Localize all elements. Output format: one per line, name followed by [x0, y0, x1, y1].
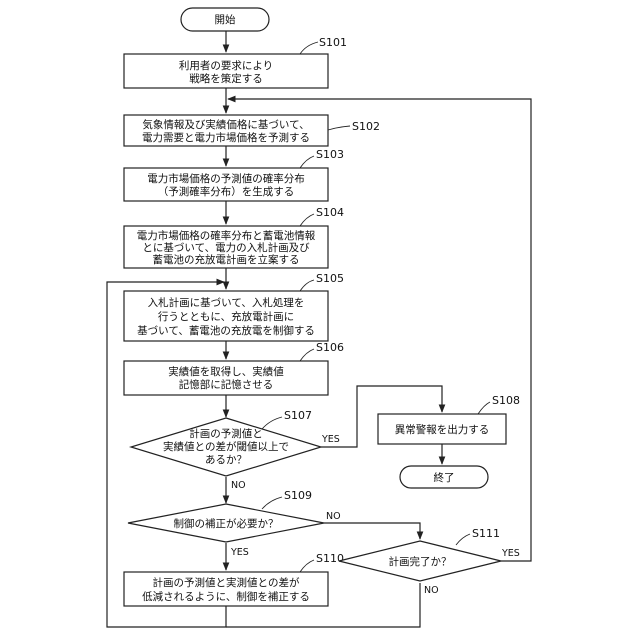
- start-terminal: 開始: [181, 8, 269, 31]
- step-s104: 電力市場価格の確率分布と蓄電池情報 とに基づいて、電力の入札計画及び 蓄電池の充…: [124, 206, 344, 268]
- end-text: 終了: [434, 471, 455, 484]
- s107-no-label: NO: [231, 480, 246, 491]
- s106-label: S106: [316, 341, 344, 354]
- step-s102: 気象情報及び実績価格に基づいて、 電力需要と電力市場価格を予測する S102: [124, 115, 380, 146]
- s102-text-line-2: 電力需要と電力市場価格を予測する: [142, 131, 310, 144]
- s111-leader: [456, 534, 470, 545]
- start-text: 開始: [215, 13, 236, 26]
- s105-text-line-2: 行うとともに、充放電計画に: [158, 310, 294, 323]
- s105-text-line-3: 基づいて、蓄電池の充放電を制御する: [137, 324, 315, 337]
- s107-yes-label: YES: [321, 434, 340, 445]
- decision-s111: 計画完了か？ S111 YES NO: [339, 527, 520, 596]
- s102-label: S102: [352, 120, 380, 133]
- s104-leader: [300, 214, 314, 226]
- s107-label: S107: [284, 409, 312, 422]
- s111-no-label: NO: [424, 585, 439, 596]
- s103-text-line-2: （予測確率分布）を生成する: [158, 185, 295, 198]
- s104-text-line-2: とに基づいて、電力の入札計画及び: [142, 241, 310, 254]
- s105-text-line-1: 入札計画に基づいて、入札処理を: [148, 296, 305, 309]
- s107-text-line-2: 実績値との差が閾値以上で: [163, 440, 289, 453]
- s102-text-line-1: 気象情報及び実績価格に基づいて、: [142, 118, 309, 131]
- s110-leader: [300, 560, 314, 572]
- s109-no-label: NO: [326, 511, 341, 522]
- s111-text: 計画完了か？: [389, 555, 452, 568]
- decision-s109: 制御の補正が必要か？ S109 NO YES: [128, 489, 341, 558]
- s106-text-line-2: 記憶部に記憶させる: [179, 378, 274, 391]
- s108-text: 異常警報を出力する: [395, 423, 490, 436]
- s110-label: S110: [316, 552, 344, 565]
- arrow-s109-no-to-s111: [324, 523, 420, 539]
- s104-text-line-1: 電力市場価格の確率分布と蓄電池情報: [137, 229, 316, 242]
- s106-text-line-1: 実績値を取得し、実績値: [168, 365, 284, 378]
- s105-label: S105: [316, 272, 344, 285]
- step-s101: 利用者の要求により 戦略を策定する S101: [124, 36, 347, 88]
- s108-leader: [478, 402, 490, 414]
- s101-label: S101: [319, 36, 347, 49]
- s109-label: S109: [284, 489, 312, 502]
- s110-text-line-2: 低減されるように、制御を補正する: [142, 590, 310, 603]
- s106-leader: [300, 349, 314, 361]
- s108-label: S108: [492, 394, 520, 407]
- s104-label: S104: [316, 206, 344, 219]
- s102-leader: [328, 126, 350, 130]
- step-s108: 異常警報を出力する S108: [378, 394, 520, 444]
- s109-leader: [262, 497, 282, 509]
- step-s106: 実績値を取得し、実績値 記憶部に記憶させる S106: [124, 341, 344, 395]
- s103-text-line-1: 電力市場価格の予測値の確率分布: [147, 172, 305, 185]
- s104-text-line-3: 蓄電池の充放電計画を立案する: [153, 253, 300, 266]
- s109-text: 制御の補正が必要か？: [174, 517, 279, 530]
- step-s110: 計画の予測値と実測値との差が 低減されるように、制御を補正する S110: [124, 552, 344, 606]
- step-s103: 電力市場価格の予測値の確率分布 （予測確率分布）を生成する S103: [124, 148, 344, 201]
- s103-label: S103: [316, 148, 344, 161]
- s101-text-line-2: 戦略を策定する: [189, 72, 263, 85]
- s101-text-line-1: 利用者の要求により: [179, 60, 273, 72]
- s110-text-line-1: 計画の予測値と実測値との差が: [153, 576, 300, 589]
- s107-text-line-3: あるか？: [205, 454, 247, 466]
- s107-leader: [262, 417, 282, 429]
- s101-leader: [300, 42, 318, 54]
- end-terminal: 終了: [400, 466, 488, 488]
- s111-label: S111: [472, 527, 500, 540]
- s103-leader: [300, 156, 314, 168]
- s107-text-line-1: 計画の予測値と: [189, 427, 263, 440]
- s105-leader: [300, 280, 314, 291]
- s111-yes-label: YES: [501, 548, 520, 559]
- decision-s107: 計画の予測値と 実績値との差が閾値以上で あるか？ S107 YES NO: [131, 409, 340, 491]
- s109-yes-label: YES: [230, 547, 249, 558]
